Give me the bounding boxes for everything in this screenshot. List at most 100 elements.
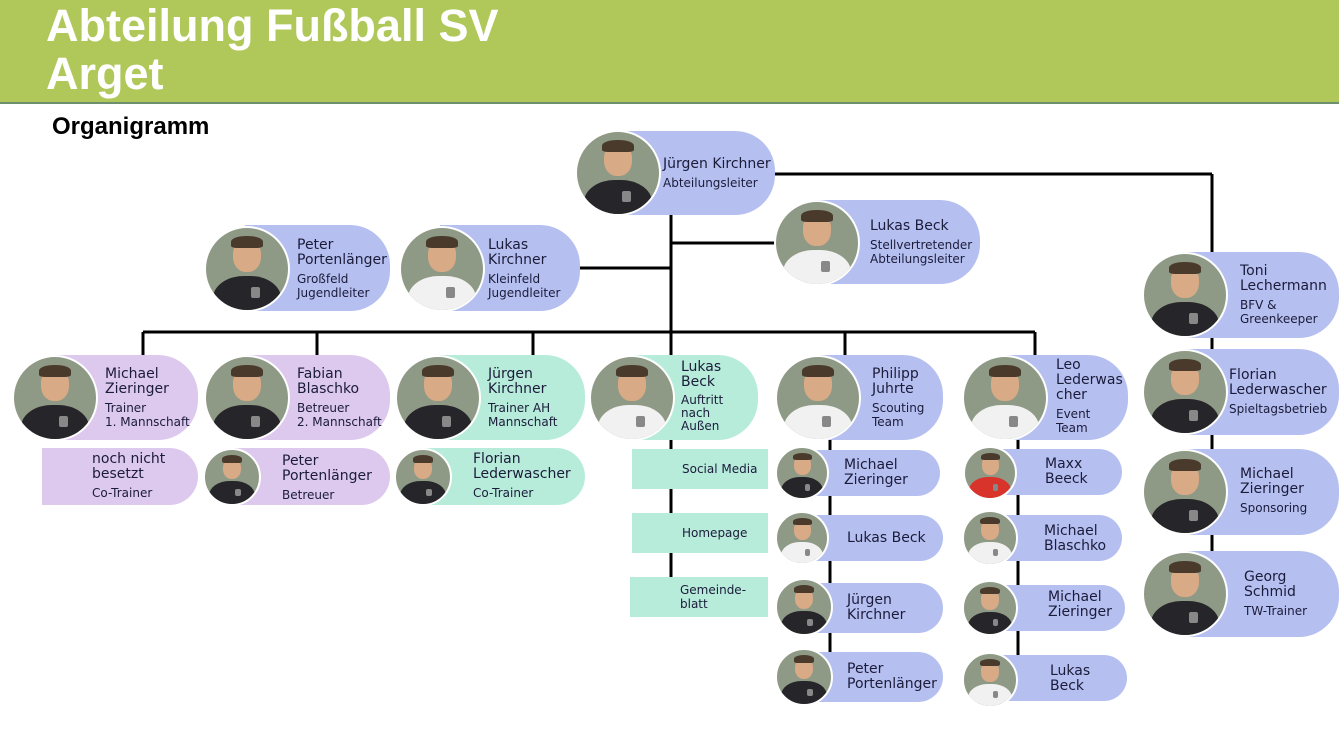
node-right-2-name: Florian Lederwascher <box>1229 367 1327 398</box>
photo-head <box>575 130 661 216</box>
node-right-4-role: TW-Trainer <box>1244 604 1308 618</box>
header-divider <box>0 102 1339 104</box>
node-deputy-role: Stellvertretender Abteilungsleiter <box>870 238 973 266</box>
event-member-name: Maxx Beeck <box>1045 456 1088 487</box>
photo-team2-sub <box>203 448 261 506</box>
photo-youth-big <box>204 226 290 312</box>
header-banner <box>0 0 1339 102</box>
event-member-name: Michael Zieringer <box>1048 589 1112 620</box>
photo-scout-member <box>775 578 833 636</box>
photo-youth-small <box>399 226 485 312</box>
scout-member-text: Peter Portenlänger <box>847 662 937 692</box>
node-pr-name: Lukas Beck <box>681 359 722 390</box>
photo-deputy <box>774 200 860 286</box>
photo-ah <box>395 355 481 441</box>
node-team1-co-name: noch nicht besetzt <box>92 451 166 482</box>
chart-subtitle: Organigramm <box>52 113 210 140</box>
pr-item-gemeindeblatt: Gemeinde- blatt <box>630 577 768 617</box>
node-pr-role: Auftritt nach Außen <box>681 393 724 433</box>
node-head-name: Jürgen Kirchner <box>663 156 771 172</box>
scout-member-text: Lukas Beck <box>847 531 926 546</box>
node-youth-big-role: Großfeld Jugendleiter <box>297 272 370 300</box>
node-team2-role: Betreuer 2. Mannschaft <box>297 401 382 429</box>
node-right-1-role: BFV & Greenkeeper <box>1240 298 1318 326</box>
scout-member-name: Lukas Beck <box>847 530 926 546</box>
scout-member-text: Michael Zieringer <box>844 458 908 488</box>
node-youth-small-name: Lukas Kirchner <box>488 237 547 268</box>
pr-item-label: Homepage <box>682 526 748 540</box>
pr-item-label: Social Media <box>682 462 758 476</box>
node-right-1-name: Toni Lechermann <box>1240 263 1327 294</box>
photo-ah-co <box>394 448 452 506</box>
event-member-name: Michael Blaschko <box>1044 523 1107 554</box>
photo-scout <box>775 355 861 441</box>
node-head-role: Abteilungsleiter <box>663 176 758 190</box>
scout-member-name: Peter Portenlänger <box>847 661 937 692</box>
node-team2-sub-name: Peter Portenlänger <box>282 453 372 484</box>
node-scout-name: Philipp Juhrte <box>872 366 919 397</box>
node-team2-name: Fabian Blaschko <box>297 366 360 397</box>
node-youth-small-role: Kleinfeld Jugendleiter <box>488 272 561 300</box>
photo-scout-member <box>775 648 833 706</box>
scout-member-name: Jürgen Kirchner <box>847 592 906 623</box>
event-member-text: Maxx Beeck <box>1045 457 1088 487</box>
pr-item-homepage: Homepage <box>632 513 768 553</box>
node-ah-role: Trainer AH Mannschaft <box>488 401 558 429</box>
node-right-4-name: Georg Schmid <box>1244 569 1296 600</box>
node-ah-name: Jürgen Kirchner <box>488 366 547 397</box>
node-right-3-role: Sponsoring <box>1240 501 1308 515</box>
photo-event-member <box>962 580 1018 636</box>
node-deputy-name: Lukas Beck <box>870 218 949 234</box>
node-team1-co-role: Co-Trainer <box>92 486 153 500</box>
photo-right-2 <box>1142 349 1228 435</box>
photo-team1 <box>12 355 98 441</box>
node-event-role: Event Team <box>1056 407 1091 435</box>
node-team1-name: Michael Zieringer <box>105 366 169 397</box>
node-event-name: Leo Lederwas cher <box>1056 357 1123 403</box>
photo-team2 <box>204 355 290 441</box>
node-right-2-role: Spieltagsbetrieb <box>1229 402 1328 416</box>
photo-pr <box>589 355 675 441</box>
photo-right-1 <box>1142 252 1228 338</box>
page-title: Abteilung Fußball SV Arget <box>46 0 499 99</box>
node-right-3-name: Michael Zieringer <box>1240 466 1304 497</box>
photo-event-member <box>962 510 1018 566</box>
photo-right-4 <box>1142 551 1228 637</box>
event-member-name: Lukas Beck <box>1050 663 1091 694</box>
photo-event-member <box>963 446 1017 500</box>
node-team1-co <box>42 448 198 505</box>
node-team2-sub-role: Betreuer <box>282 488 335 502</box>
photo-right-3 <box>1142 449 1228 535</box>
scout-member-name: Michael Zieringer <box>844 457 908 488</box>
pr-item-social-media: Social Media <box>632 449 768 489</box>
photo-scout-member <box>775 446 829 500</box>
node-scout-role: Scouting Team <box>872 401 925 429</box>
node-team1-role: Trainer 1. Mannschaft <box>105 401 190 429</box>
event-member-text: Michael Zieringer <box>1048 590 1112 620</box>
photo-scout-member <box>775 511 829 565</box>
node-ah-co-name: Florian Lederwascher <box>473 451 571 482</box>
node-youth-big-name: Peter Portenlänger <box>297 237 387 268</box>
event-member-text: Michael Blaschko <box>1044 524 1106 554</box>
photo-event <box>962 355 1048 441</box>
scout-member-text: Jürgen Kirchner <box>847 593 905 623</box>
photo-event-member <box>962 652 1018 708</box>
node-ah-co-role: Co-Trainer <box>473 486 534 500</box>
